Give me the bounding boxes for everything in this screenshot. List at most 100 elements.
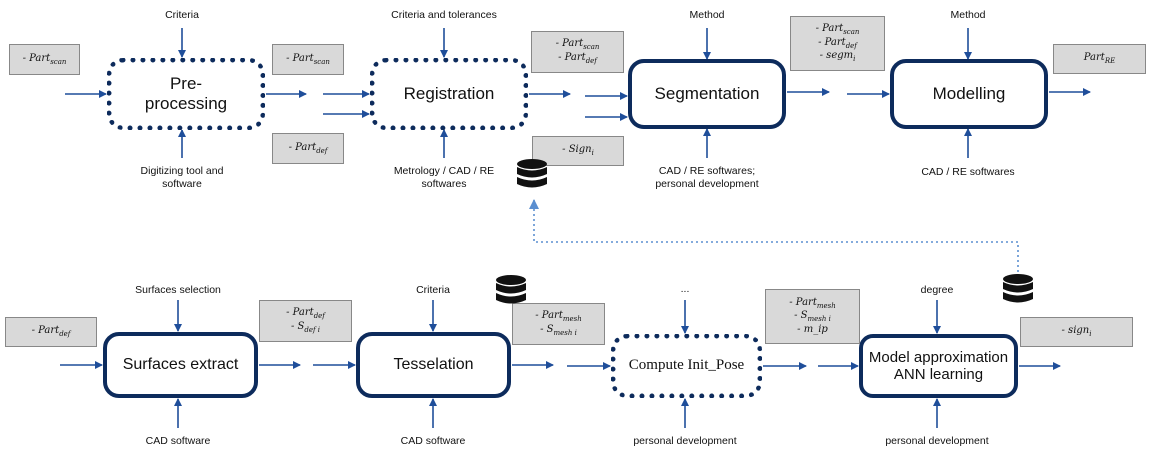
model-approximation-title-line-2: ANN learning: [893, 366, 984, 383]
note-line: - Signi: [562, 144, 594, 158]
feedback-connector: [529, 199, 1019, 272]
segmentation-bottom-line-1: CAD / RE softwares;: [658, 165, 756, 177]
note-text: - sign: [1061, 325, 1090, 337]
note-subscript: i: [591, 149, 594, 158]
note-line: - signi: [1062, 325, 1092, 339]
preprocessing-bottom-line-1: Digitizing tool and: [140, 165, 224, 177]
note-text: Part: [1083, 52, 1105, 64]
modelling-bottom-label: CAD / RE softwares: [921, 166, 1015, 178]
model-approximation-bottom-label: personal development: [885, 435, 989, 447]
model-approximation-top-label: degree: [920, 284, 954, 296]
note-subscript: def i: [304, 326, 321, 334]
compute-init-pose-title: Compute Init_Pose: [628, 357, 745, 374]
note-compute-input: - Partmesh- Smesh i: [512, 303, 605, 345]
note-subscript: def: [59, 330, 71, 339]
note-subscript: scan: [583, 43, 600, 52]
segmentation-bottom-label: CAD / RE softwares; personal development: [655, 165, 758, 191]
segmentation-top-label: Method: [689, 9, 725, 21]
note-text: - Part: [286, 307, 314, 319]
surfaces-top-label: Surfaces selection: [135, 284, 221, 296]
compute-init-pose-step: Compute Init_Pose: [611, 334, 762, 398]
note-line: - Partscan: [23, 53, 67, 67]
note-text: - m_ip: [797, 324, 828, 335]
note-line: - Partdef: [289, 142, 328, 156]
note-text: - segm: [819, 50, 854, 62]
note-part-def-surfaces: - Partdef: [5, 317, 97, 347]
preprocessing-title-line-1: Pre-: [169, 74, 203, 94]
tesselation-bottom-label: CAD software: [400, 435, 466, 447]
note-text: - Part: [815, 22, 844, 34]
note-text: - Part: [22, 52, 51, 64]
note-line: - Partdef: [32, 325, 71, 339]
surfaces-bottom-label: CAD software: [145, 435, 211, 447]
modelling-title: Modelling: [932, 84, 1006, 104]
note-subscript: def: [585, 57, 597, 65]
note-line: - Smesh i: [794, 310, 831, 324]
note-tesselation-input: - Partdef- Sdef i: [259, 300, 352, 342]
note-subscript: mesh: [562, 315, 582, 324]
compute-bottom-label: personal development: [633, 435, 737, 447]
registration-bottom-line-1: Metrology / CAD / RE: [393, 165, 495, 177]
preprocessing-title-line-2: processing: [144, 94, 228, 113]
note-segmentation-input: - Partscan- Partdef: [531, 31, 624, 73]
note-line: - Partscan: [816, 23, 860, 37]
note-subscript: scan: [313, 57, 330, 66]
note-text: - Part: [535, 310, 563, 322]
database-icon: [1003, 274, 1033, 303]
database-icon: [496, 275, 526, 304]
note-subscript: def: [313, 312, 325, 321]
note-text: - Part: [558, 52, 586, 63]
modelling-step: Modelling: [890, 59, 1048, 129]
registration-title: Registration: [403, 84, 495, 104]
note-text: - Part: [818, 36, 846, 48]
segmentation-bottom-line-2: personal development: [655, 178, 759, 191]
note-text: - Part: [555, 38, 584, 50]
note-part-scan-input: - Partscan: [9, 44, 80, 75]
modelling-top-label: Method: [950, 9, 986, 21]
note-line: - Sdef i: [291, 321, 320, 335]
note-text: - Part: [31, 325, 60, 337]
note-line: - segmi: [820, 50, 856, 64]
preprocessing-bottom-label: Digitizing tool and software: [141, 165, 224, 191]
note-subscript: mesh i: [807, 315, 831, 324]
note-line: - Partdef: [818, 37, 857, 51]
preprocessing-step: Pre- processing: [107, 58, 265, 130]
note-line: - Partmesh: [789, 297, 836, 311]
note-subscript: mesh: [816, 301, 836, 310]
note-sign-segmentation: - Signi: [532, 136, 624, 166]
model-approximation-title-line-1: Model approximation: [868, 348, 1009, 366]
database-icon: [517, 159, 547, 188]
tesselation-step: Tesselation: [356, 332, 511, 398]
note-model-approximation-input: - Partmesh- Smesh i- m_ip: [765, 289, 860, 344]
preprocessing-top-label: Criteria: [165, 9, 199, 21]
surfaces-extract-title: Surfaces extract: [122, 355, 239, 373]
note-subscript: scan: [843, 27, 860, 36]
note-line: - Partscan: [286, 53, 330, 67]
preprocessing-bottom-line-2: software: [162, 178, 202, 191]
note-line: - Partmesh: [535, 310, 582, 324]
note-line: PartRE: [1084, 52, 1115, 66]
registration-step: Registration: [370, 58, 528, 130]
note-line: - m_ip: [797, 324, 828, 337]
note-part-re-output: PartRE: [1053, 44, 1146, 74]
note-line: - Partdef: [558, 52, 597, 66]
note-line: - Smesh i: [540, 324, 577, 338]
note-subscript: RE: [1104, 57, 1116, 66]
note-subscript: i: [1089, 330, 1092, 339]
segmentation-step: Segmentation: [628, 59, 786, 129]
note-modelling-input: - Partscan- Partdef- segmi: [790, 16, 885, 71]
surfaces-extract-step: Surfaces extract: [103, 332, 258, 398]
note-text: - S: [794, 310, 808, 322]
note-subscript: def: [845, 41, 857, 50]
registration-bottom-label: Metrology / CAD / RE softwares: [394, 165, 494, 191]
note-subscript: scan: [50, 57, 67, 66]
note-text: - Sign: [562, 144, 592, 156]
note-text: - Part: [789, 296, 817, 308]
note-sign-output: - signi: [1020, 317, 1133, 347]
registration-top-label: Criteria and tolerances: [391, 9, 497, 21]
note-part-def-registration: - Partdef: [272, 133, 344, 164]
compute-top-label: ...: [680, 283, 690, 295]
tesselation-top-label: Criteria: [416, 284, 450, 296]
note-text: - S: [540, 324, 554, 335]
